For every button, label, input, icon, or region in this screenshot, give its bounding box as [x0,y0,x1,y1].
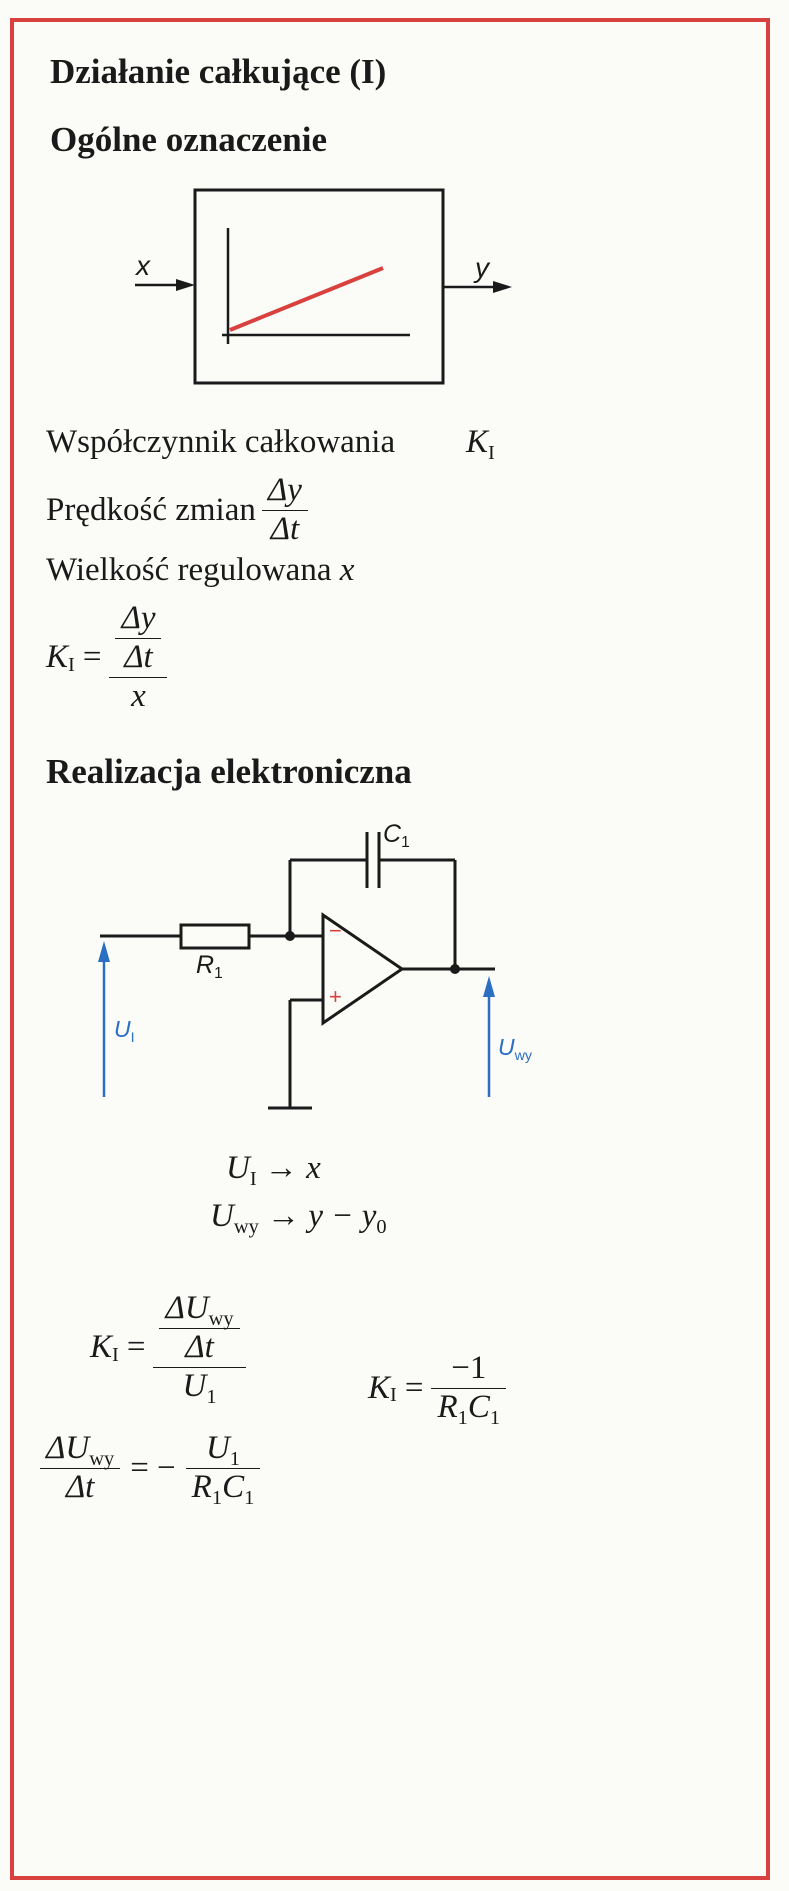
node-output [450,964,460,974]
mapping-line-1: UI → x [226,1150,321,1191]
input-voltage-label: UI [114,1016,135,1046]
input-arrowhead [176,279,195,291]
coef-symbol: KI [466,424,495,465]
rate-label: Prędkość zmian [46,491,256,528]
resistor-label: R1 [196,951,223,983]
output-voltage-label: Uwy [498,1034,533,1064]
coef-label: Współczynnik całkowania [46,424,396,460]
section-heading-electronic: Realizacja elektroniczna [46,752,412,791]
noninverting-plus-sign: + [329,984,342,1009]
var-line: Wielkość regulowana x [46,552,354,589]
var-symbol: x [339,552,355,588]
inverting-minus-sign: − [329,918,342,943]
rate-line: Prędkość zmian Δy Δt [46,472,308,549]
output-arrowhead [493,281,512,293]
op-amp-triangle [321,912,405,1026]
block-input-label: x [136,250,150,281]
page-title: Działanie całkujące (I) [50,52,387,91]
red-border-frame [10,18,770,1880]
formula-rate-output: ΔUwy Δt = − U1 R1C1 [40,1430,261,1509]
resistor-r1 [179,923,251,950]
block-ramp-line [229,266,384,332]
mapping-line-2: Uwy → y − y0 [210,1198,387,1239]
rate-fraction: Δy Δt [261,472,308,549]
var-label: Wielkość regulowana [46,552,332,588]
capacitor-label: C1 [383,820,410,852]
block-diagram [135,188,512,385]
section-heading-general: Ogólne oznaczenie [50,120,328,159]
block-output-label: y [475,252,489,283]
